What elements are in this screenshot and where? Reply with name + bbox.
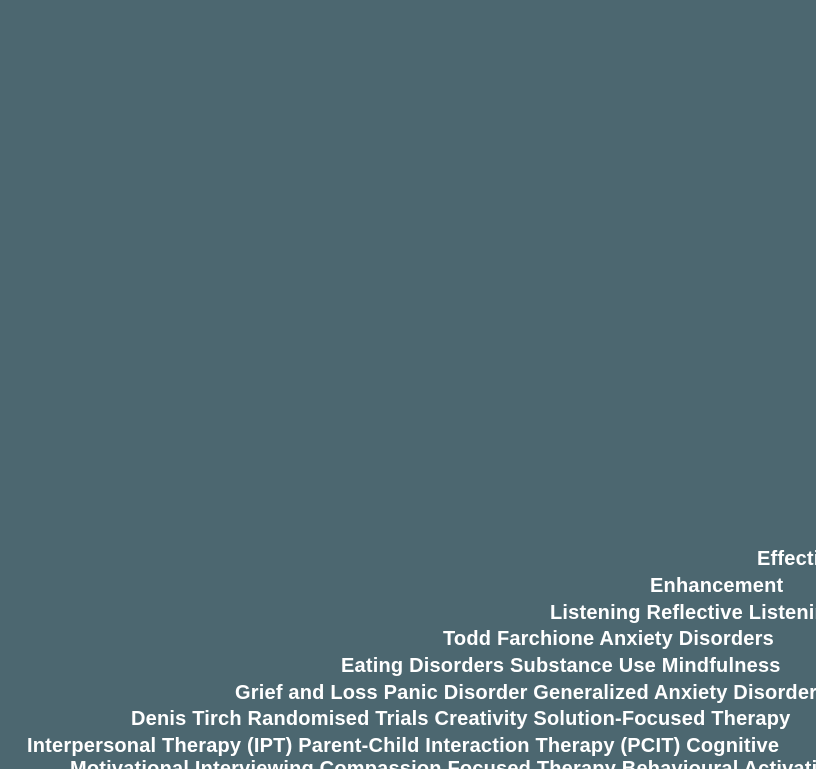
word-cloud-line: Denis Tirch Randomised Trials Creativity… [131, 708, 791, 730]
word-cloud-line: Eating Disorders Substance Use Mindfulne… [341, 655, 781, 677]
word-cloud-line: Listening Reflective Listening [550, 602, 816, 624]
word-cloud-line: Enhancement [650, 575, 784, 597]
word-cloud-line-partial: Motivational Interviewing Compassion Foc… [70, 758, 816, 769]
word-cloud-line: Effectiveness [757, 548, 816, 570]
word-cloud-line: Interpersonal Therapy (IPT) Parent-Child… [27, 735, 780, 757]
word-cloud-line: Grief and Loss Panic Disorder Generalize… [235, 682, 816, 704]
word-cloud-line: Todd Farchione Anxiety Disorders [443, 628, 774, 650]
